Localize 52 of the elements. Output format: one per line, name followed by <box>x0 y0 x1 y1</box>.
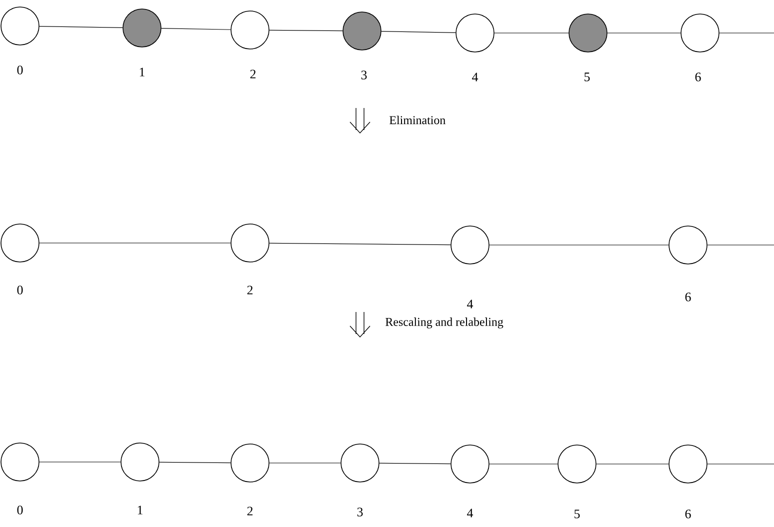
line <box>159 462 231 464</box>
node-circle <box>568 14 608 52</box>
line <box>494 32 569 34</box>
line <box>161 28 231 30</box>
node-number: 0 <box>17 66 23 74</box>
node-circle <box>0 224 40 262</box>
node-circle <box>680 14 720 52</box>
node-number: 2 <box>247 506 253 516</box>
node-number: 0 <box>17 286 23 294</box>
step-label: Rescaling and relabeling <box>386 318 504 328</box>
node-number: 1 <box>138 506 142 514</box>
node-circle <box>558 444 596 484</box>
line <box>39 242 231 244</box>
node-number: 3 <box>357 508 363 516</box>
node-circle <box>0 442 40 482</box>
node-number: 4 <box>467 508 474 518</box>
line <box>719 32 774 34</box>
node-circle <box>122 8 162 48</box>
line <box>381 31 456 33</box>
node-number: 5 <box>584 72 590 82</box>
node-circle <box>456 14 494 52</box>
node-number: 6 <box>695 72 701 82</box>
node-number: 3 <box>361 70 367 80</box>
line <box>379 462 451 464</box>
node-number: 2 <box>250 70 256 78</box>
line <box>269 242 451 246</box>
node-number: 6 <box>685 510 691 518</box>
node-circle <box>340 444 380 482</box>
node-circle <box>120 442 160 482</box>
node-number: 2 <box>247 286 253 294</box>
line <box>269 30 343 32</box>
node-circle <box>342 12 382 50</box>
node-circle <box>668 226 708 264</box>
line <box>489 244 669 246</box>
line <box>707 244 774 246</box>
step-label: Elimination <box>390 116 446 124</box>
node-circle <box>230 224 270 262</box>
node-circle <box>230 10 270 50</box>
node-circle <box>668 444 708 484</box>
node-number: 5 <box>574 510 580 518</box>
line <box>39 26 123 28</box>
node-circle <box>230 444 270 482</box>
node-number: 0 <box>17 506 23 514</box>
node-circle <box>450 226 490 264</box>
node-circle <box>450 444 490 484</box>
line <box>607 32 681 34</box>
node-circle <box>0 6 40 46</box>
node-number: 4 <box>472 72 478 82</box>
node-number: 1 <box>140 68 144 76</box>
line <box>269 462 341 464</box>
node-number: 4 <box>467 300 474 308</box>
node-number: 6 <box>685 292 691 302</box>
